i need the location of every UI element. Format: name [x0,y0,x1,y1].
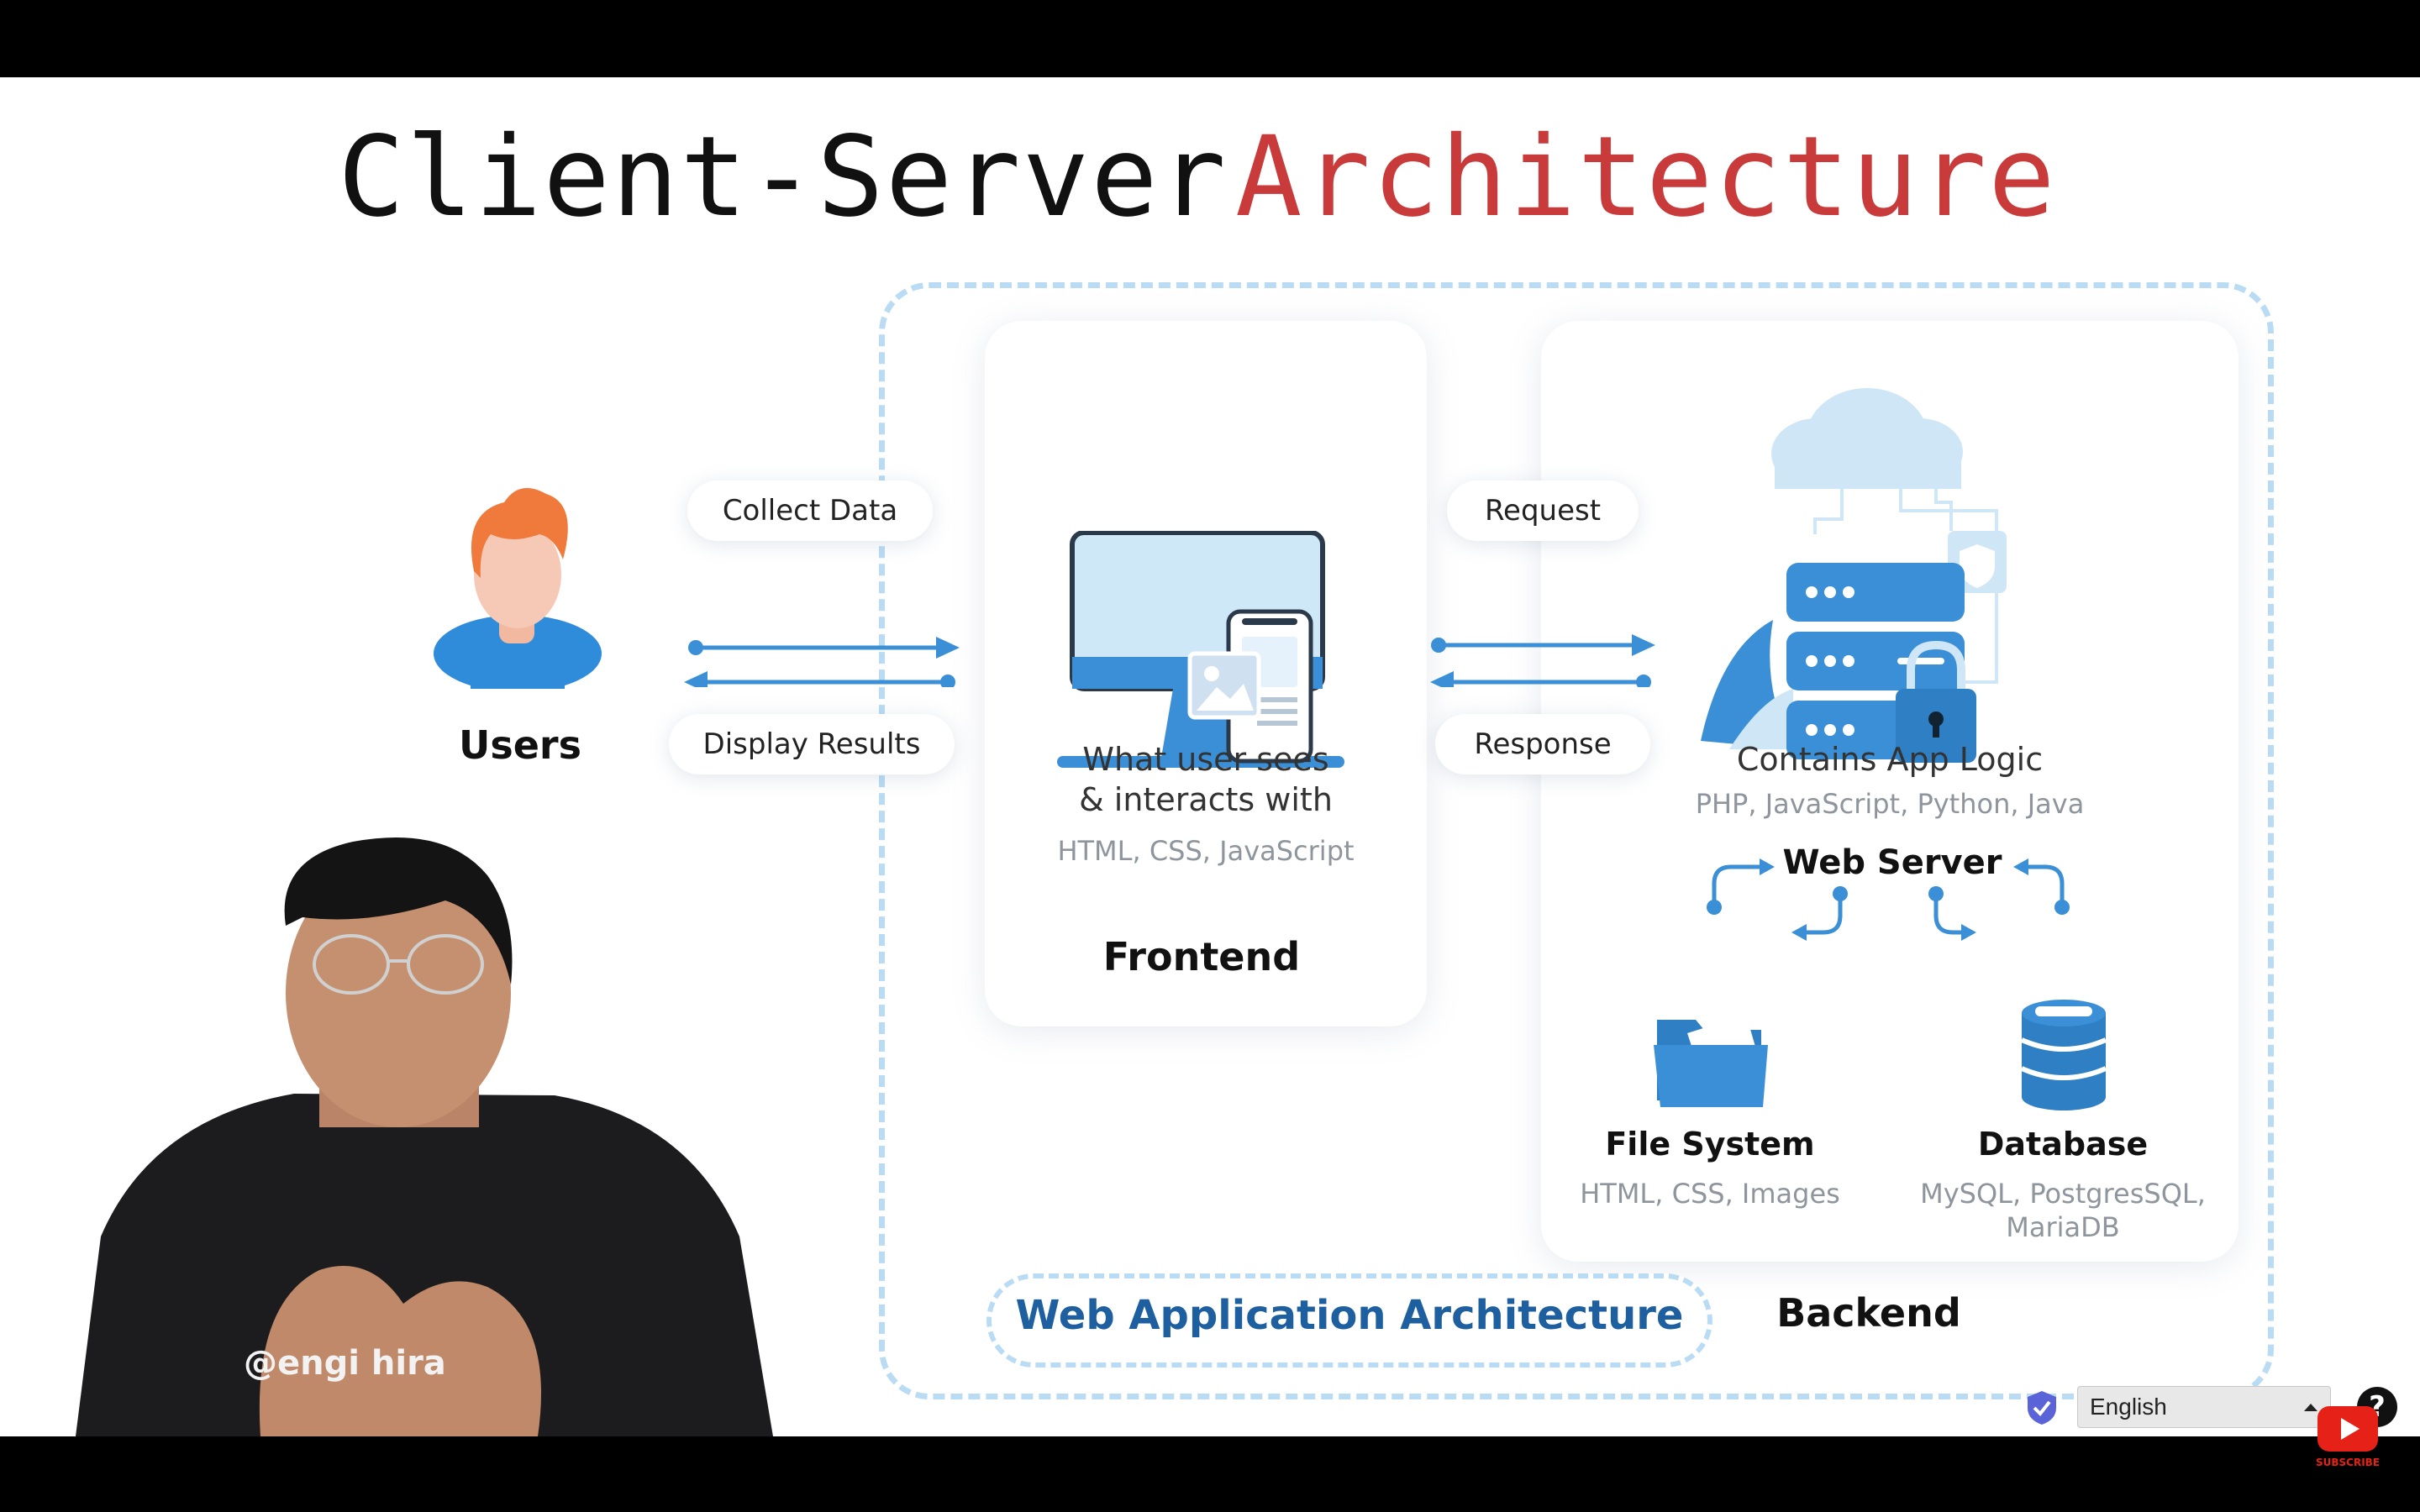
subscribe-text: SUBSCRIBE [2315,1457,2381,1468]
subscribe-button[interactable]: SUBSCRIBE [2312,1404,2383,1475]
backend-desc: Contains App Logic [1736,741,2044,778]
web-server-label: Web Server [1782,843,2002,882]
collect-data-label: Collect Data [687,480,933,541]
frontend-desc-line1: What user sees [1082,741,1329,778]
web-server-branch-arrows [1707,858,2070,941]
video-frame: Client-Server Architecture Users Collect… [0,77,2420,1436]
web-application-boundary [879,282,2274,1399]
frontend-label: Frontend [1102,934,1301,979]
caret-up-icon [2304,1404,2317,1411]
folder-icon [1654,1015,1768,1107]
title-client-server: Client-Server [338,113,1228,242]
language-select-value: English [2090,1394,2167,1420]
title-architecture: Architecture [1235,113,2057,242]
collect-display-arrows [684,637,960,687]
database-label: Database [1977,1126,2149,1163]
display-results-label: Display Results [669,714,955,774]
frontend-tech: HTML, CSS, JavaScript [1057,835,1355,867]
frontend-desc-line2: & interacts with [1079,781,1333,818]
web-app-architecture-label: Web Application Architecture [1015,1292,1684,1339]
file-system-tech: HTML, CSS, Images [1580,1178,1840,1210]
presenter-shirt-text: @engi hira [244,1344,446,1383]
presenter-video [76,837,773,1436]
cloud-server-stack-icon [1701,388,2007,763]
shield-check-icon [2028,1391,2056,1425]
request-response-arrows [1430,634,1655,687]
user-avatar-icon [434,487,602,689]
youtube-play-icon [2317,1406,2378,1452]
backend-label: Backend [1776,1290,1961,1336]
response-label: Response [1435,714,1650,774]
database-tech-line1: MySQL, PostgresSQL, [1920,1178,2206,1210]
request-label: Request [1447,480,1639,541]
monitor-and-phone-icon [1057,531,1344,768]
database-icon [2020,1000,2107,1110]
file-system-label: File System [1605,1126,1815,1163]
language-select[interactable]: English [2077,1386,2331,1428]
database-tech-line2: MariaDB [2006,1211,2120,1243]
users-label: Users [459,722,581,768]
backend-tech: PHP, JavaScript, Python, Java [1695,788,2085,820]
web-app-label-box [986,1273,1712,1368]
